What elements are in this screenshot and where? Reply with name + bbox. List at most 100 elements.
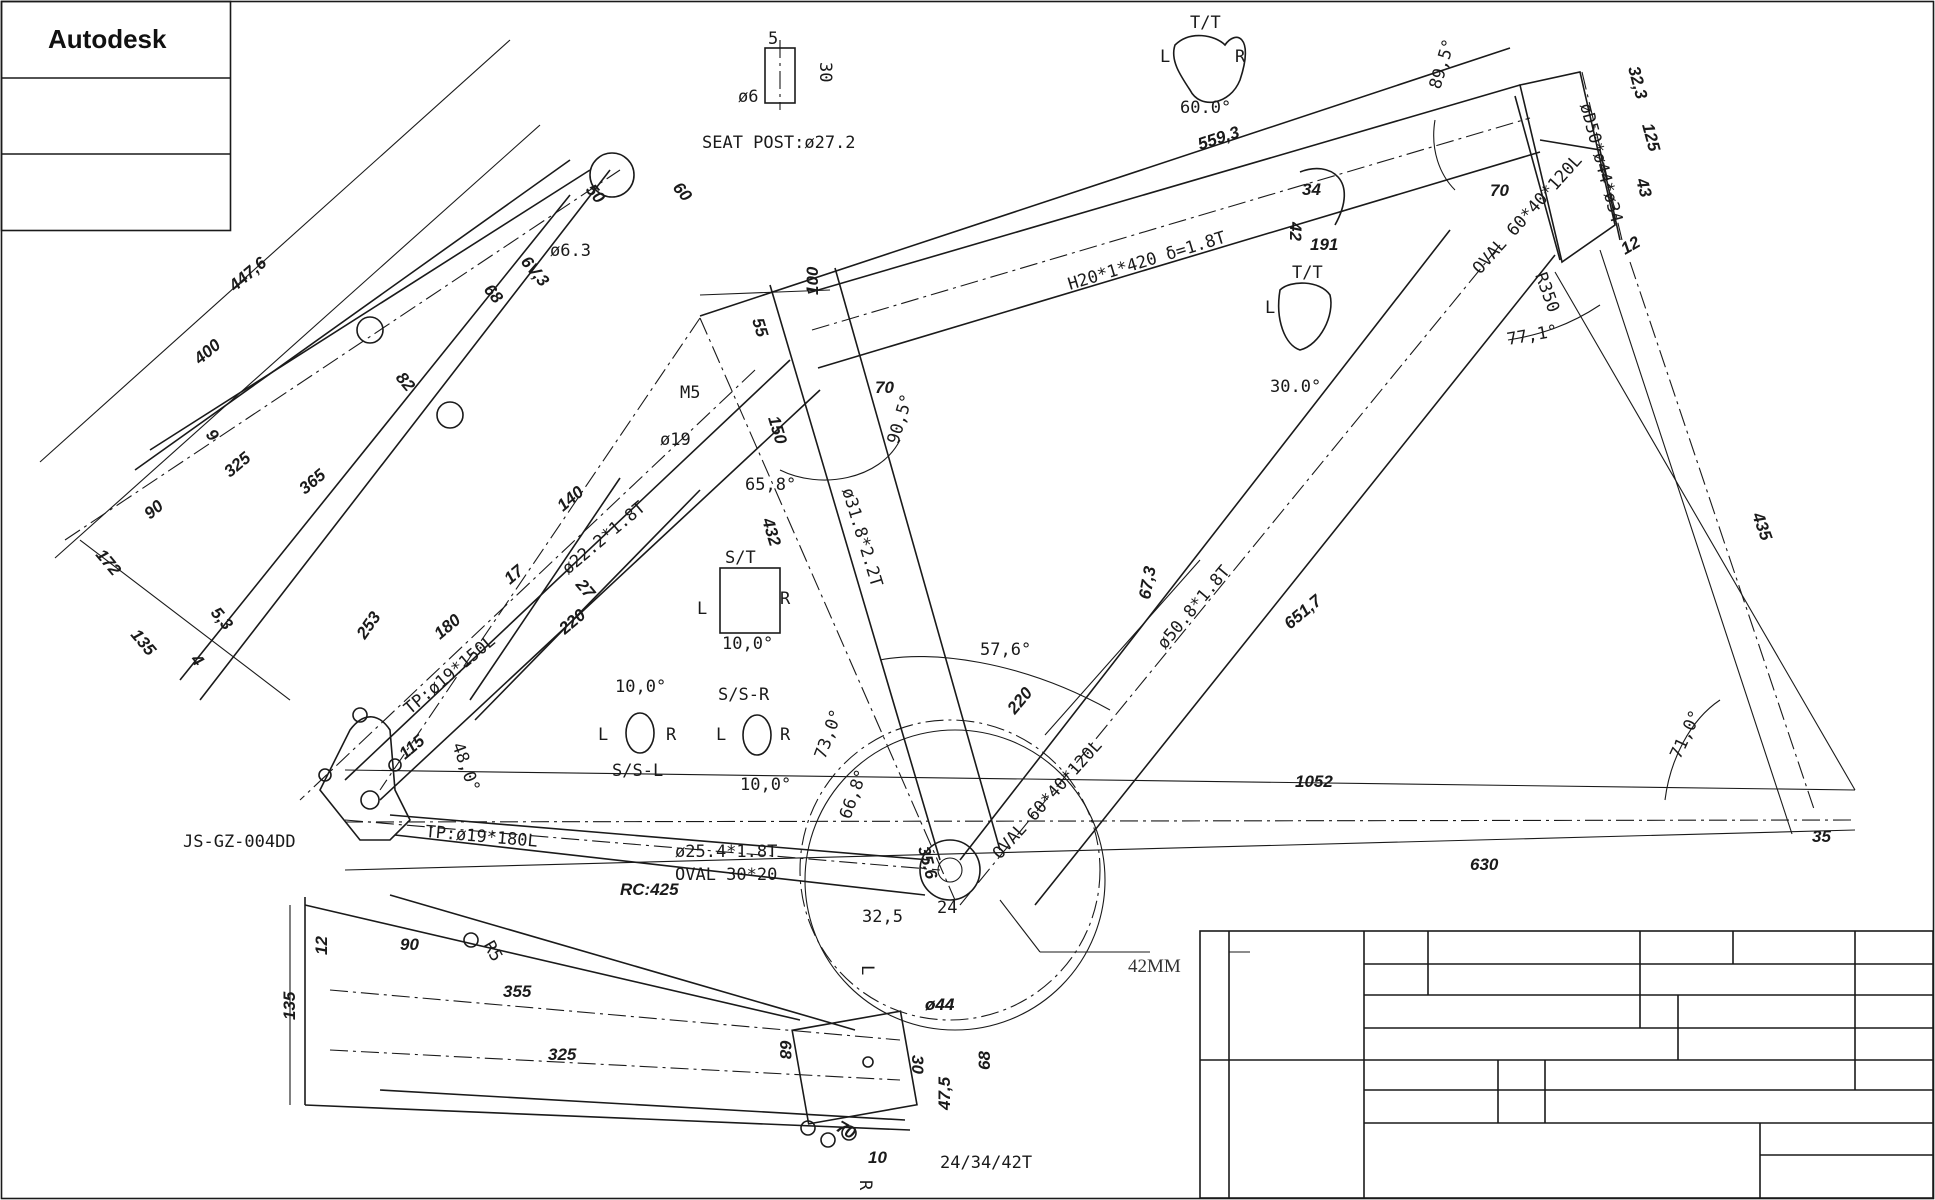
dim-447-6: 447,6 (225, 253, 271, 296)
bdim-325: 325 (548, 1045, 577, 1064)
model-number: JS-GZ-004DD (183, 832, 296, 852)
dim-89-5: 89,5° (1426, 37, 1460, 92)
top-tube-spec: H20*1*420 δ=1.8T (1066, 228, 1228, 295)
seat-stay-detail (39, 39, 635, 701)
dim-55: 55 (748, 316, 772, 340)
seat-post-label: SEAT POST:ø27.2 (702, 133, 856, 153)
dim-435: 435 (1748, 509, 1776, 544)
dim-50: 50 (582, 180, 609, 207)
m5-spec: M5 (680, 383, 700, 403)
title-block-grid (1199, 930, 1934, 1199)
d44-spec: ø44 (925, 995, 955, 1014)
oval-down-spec: OVAL 60*40*120L (1469, 151, 1587, 278)
rc-spec: RC:425 (620, 880, 679, 899)
d6-3-spec: ø6.3 (550, 241, 591, 261)
dim-34: 34 (1302, 180, 1321, 199)
logo-box: Autodesk (0, 0, 232, 232)
head-tube (1514, 71, 1623, 264)
rear-dropout (318, 707, 411, 841)
dim-82: 82 (392, 368, 419, 395)
seat-stays (299, 359, 821, 801)
dim-65-8: 65,8° (745, 475, 796, 495)
dim-191: 191 (1310, 235, 1338, 254)
dim-48: 48,0° (447, 740, 483, 795)
dim-35: 35 (1812, 827, 1831, 846)
bdim-12: 12 (312, 936, 331, 955)
dim-42: 42 (1286, 221, 1305, 241)
dim-68: 68 (480, 280, 507, 307)
view-ssr-right: R (780, 725, 791, 745)
down-tube-spec: ø50.8*1.8T (1154, 562, 1235, 653)
seat-post-dim-hole: ø6 (738, 87, 758, 107)
view-ssr-angle: 10,0° (740, 775, 791, 795)
view-tt2-title: T/T (1292, 263, 1323, 283)
dim-6v3: 6V,3 (517, 252, 553, 290)
bdim-68b: 68 (975, 1051, 994, 1070)
view-ssl-left: L (598, 725, 608, 745)
view-tt: T/T L R 60.0° (1160, 13, 1247, 118)
dim-66-8: 66,8° (836, 767, 872, 822)
view-tt2-angle: 30.0° (1270, 377, 1321, 397)
bdim-10: 10 (868, 1148, 887, 1167)
dim-140: 140 (553, 482, 587, 515)
view-ssl-right: R (666, 725, 677, 745)
d19-spec: ø19 (660, 430, 691, 450)
r5-spec: R5 (479, 938, 507, 966)
view-ssr-title: S/S-R (718, 685, 770, 705)
dim-365: 365 (295, 465, 329, 498)
seat-post-dim-width: 5 (768, 29, 778, 49)
down-tube (959, 229, 1556, 906)
dim-172: 172 (92, 545, 125, 579)
view-tt-title: T/T (1190, 13, 1221, 33)
dim-24: 24 (937, 898, 957, 918)
dim-559-3: 559,3 (1195, 122, 1242, 153)
view-tt2: T/T L 30.0° (1265, 263, 1332, 397)
bb-width-spec: 42MM (1128, 956, 1181, 977)
bdim-44: ø44 (925, 995, 955, 1014)
dim-67-3: 67,3 (1135, 564, 1160, 600)
bdim-355: 355 (503, 982, 532, 1001)
view-ssl: 10,0° L R S/S-L (598, 677, 677, 781)
dim-630: 630 (1470, 855, 1499, 874)
dim-180: 180 (430, 610, 464, 643)
view-tt2-left: L (1265, 298, 1275, 318)
bdim-90: 90 (400, 935, 419, 954)
dim-150: 150 (764, 414, 791, 447)
dim-77-1: 77,1° (1505, 321, 1559, 350)
seat-post-dim-height: 30 (815, 62, 835, 82)
view-st-angle: 10,0° (722, 634, 773, 654)
view-ssl-angle: 10,0° (615, 677, 666, 697)
dim-43: 43 (1632, 175, 1656, 200)
dim-70a: 70 (875, 378, 894, 397)
dim-1052: 1052 (1295, 772, 1333, 791)
view-tt-left: L (1160, 47, 1170, 67)
dim-9: 9 (202, 425, 223, 445)
dim-32-5: 32,5 (862, 907, 903, 927)
company-name: Autodesk (48, 24, 167, 54)
dim-220b: 220 (1003, 683, 1037, 718)
dim-100: 100 (803, 266, 822, 295)
view-ssl-title: S/S-L (612, 761, 663, 781)
chainstay-detail (289, 894, 918, 1148)
dim-5-3: 5,3 (207, 603, 237, 634)
dim-90-5: 90,5° (884, 392, 918, 447)
dim-73: 73,0° (811, 707, 847, 762)
view-tt-right: R (1235, 47, 1246, 67)
view-st-left: L (697, 599, 707, 619)
dim-253: 253 (352, 608, 385, 643)
stay-seat-spec: ø22.2*1.8T (558, 498, 649, 579)
bdim-70: 70 (833, 1117, 859, 1143)
tp-upper-spec: TP:ø19*150L (400, 631, 499, 719)
bdim-47-5: 47,5 (935, 1076, 954, 1111)
dim-135: 135 (127, 625, 160, 659)
bdim-R: R (855, 1180, 875, 1191)
bdim-L: L (857, 965, 877, 975)
bottom-bracket (799, 719, 1150, 1031)
dim-32-3: 32,3 (1624, 64, 1651, 101)
dim-70b: 70 (1490, 181, 1509, 200)
chain-stays (344, 769, 1856, 896)
view-ssr: S/S-R L R 10,0° (716, 685, 791, 795)
chainstay-oval-spec: OVAL 30*20 (675, 865, 777, 885)
